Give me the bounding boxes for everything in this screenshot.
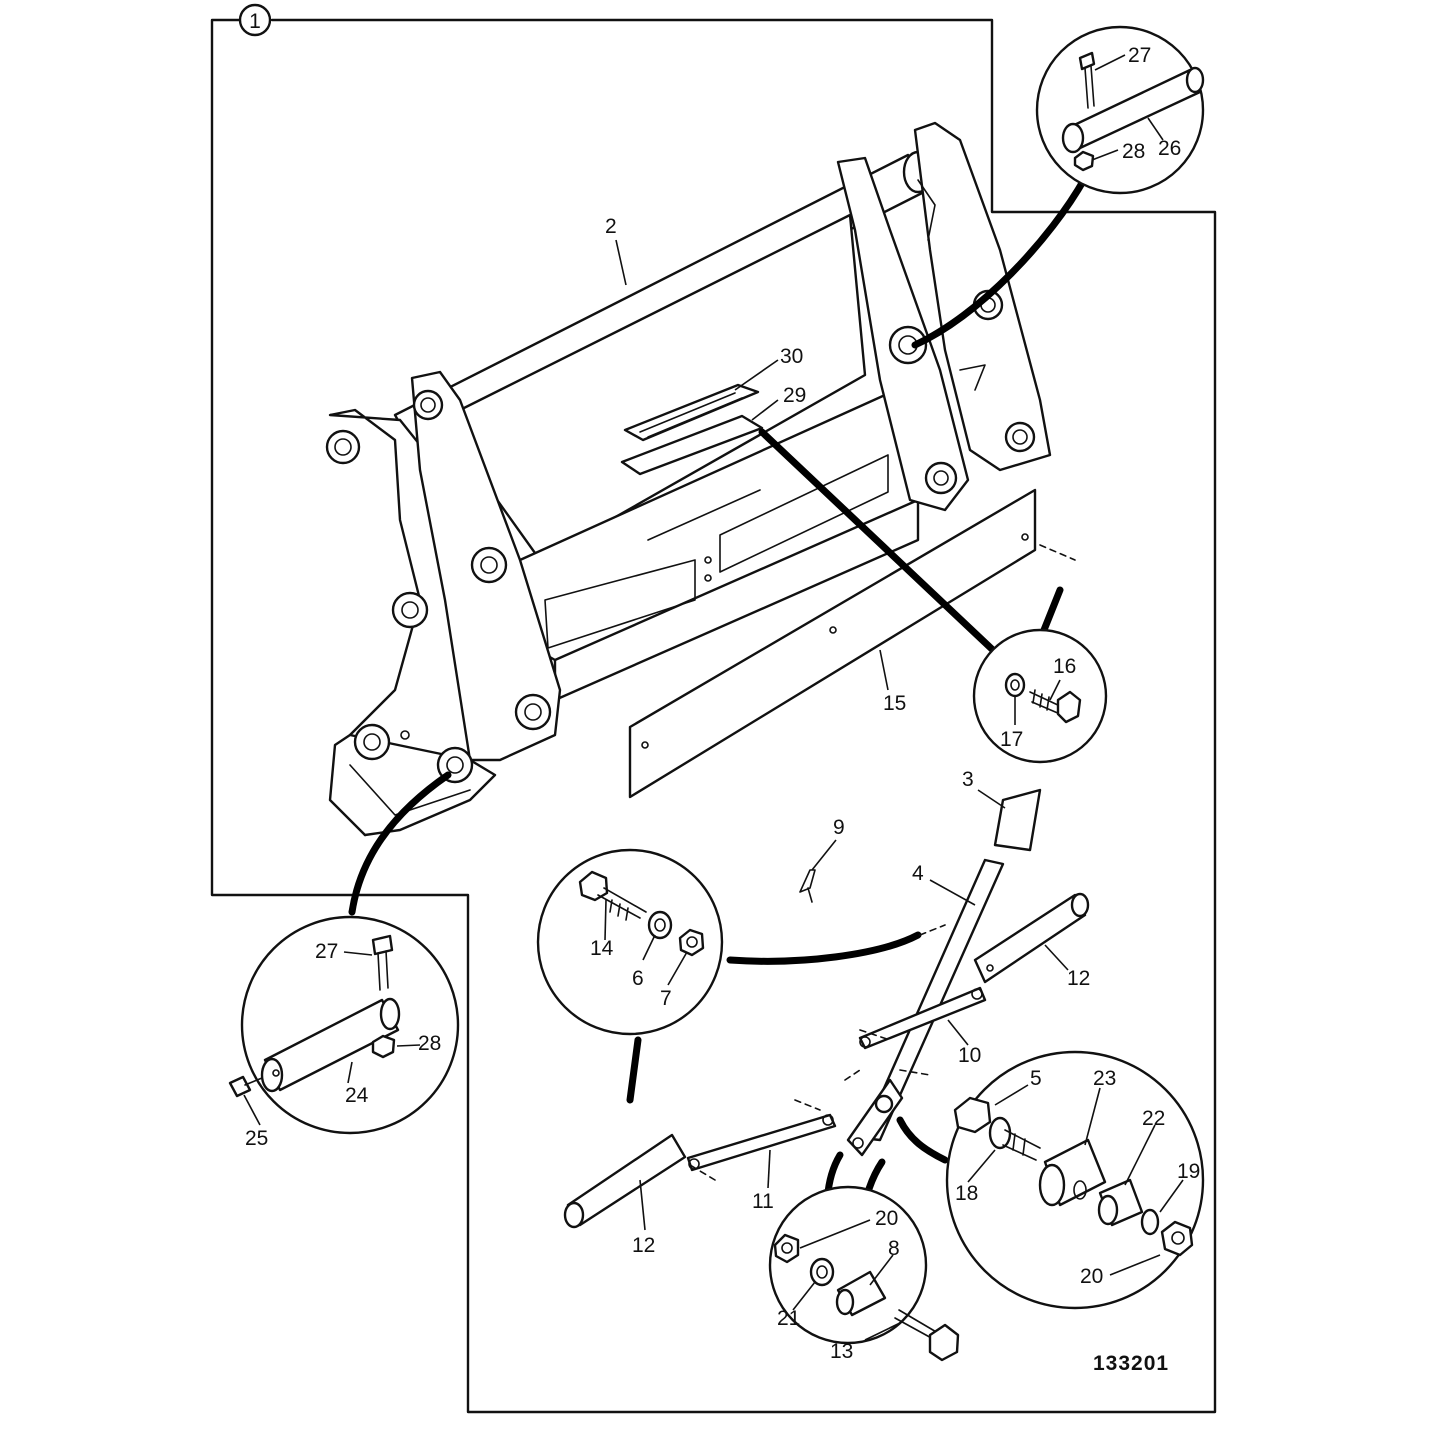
callout-28: 28 [418, 1032, 441, 1055]
callout-15: 15 [883, 692, 906, 715]
callout-9: 9 [833, 816, 845, 839]
callout-21: 21 [777, 1307, 800, 1330]
leader-line [626, 1036, 642, 1104]
group-boundary-outline [210, 18, 1217, 1414]
leader-line [348, 771, 452, 916]
callout-19: 19 [1177, 1160, 1200, 1183]
callout-11: 11 [752, 1190, 774, 1213]
callout-17: 17 [1000, 728, 1023, 751]
callout-12: 12 [632, 1234, 655, 1257]
quickhitch-frame [325, 121, 1052, 837]
callout-pointers [243, 54, 1184, 1341]
callout-6: 6 [632, 967, 644, 990]
callout-7: 7 [660, 987, 672, 1010]
handle-lever-4 [846, 858, 1005, 1157]
callout-28: 28 [1122, 140, 1145, 163]
leader-line [758, 428, 999, 656]
callout-4: 4 [912, 862, 924, 885]
callout-20: 20 [1080, 1265, 1103, 1288]
detail-bolt-5 [945, 1050, 1205, 1310]
callout-27: 27 [315, 940, 338, 963]
link-bar-11 [686, 1113, 837, 1172]
callout-12: 12 [1067, 967, 1090, 990]
link-bar-10 [858, 986, 987, 1050]
callout-14: 14 [590, 937, 614, 960]
callout-10: 10 [958, 1044, 981, 1067]
detail-bolt-14 [536, 848, 724, 1036]
callout-2: 2 [605, 215, 617, 238]
detail-bolt-16 [972, 628, 1108, 764]
callout-23: 23 [1093, 1067, 1116, 1090]
wear-strip [628, 488, 1037, 799]
group-marker: 1 [238, 3, 272, 37]
decal-plate-30 [623, 383, 760, 442]
leader-line [911, 174, 1089, 349]
decal-plate-29 [620, 414, 764, 476]
callout-3: 3 [962, 768, 974, 791]
detail-pin-left [228, 915, 460, 1135]
callout-30: 30 [780, 345, 803, 368]
drawing-reference-number: 133201 [1093, 1352, 1169, 1375]
callout-20: 20 [875, 1207, 898, 1230]
callout-5: 5 [1030, 1067, 1042, 1090]
callout-26: 26 [1158, 137, 1181, 160]
detail-pin-top [1035, 25, 1205, 195]
leader-line [896, 1116, 949, 1164]
callout-29: 29 [783, 384, 806, 407]
handle-sleeve-3 [993, 788, 1042, 852]
callout-27: 27 [1128, 44, 1151, 67]
callout-24: 24 [345, 1084, 369, 1107]
detail-bolt-13 [768, 1185, 960, 1362]
group-marker-label: 1 [249, 10, 261, 33]
callout-16: 16 [1053, 655, 1076, 678]
callout-18: 18 [955, 1182, 978, 1205]
callout-22: 22 [1142, 1107, 1165, 1130]
callout-8: 8 [888, 1237, 900, 1260]
callout-labels: 27 26 28 2 30 29 16 17 15 3 9 4 12 10 11… [245, 44, 1200, 1363]
locking-pin-12-lower [563, 1133, 687, 1229]
callout-25: 25 [245, 1127, 268, 1150]
locking-pin-12-upper [973, 892, 1090, 984]
leader-line [726, 931, 922, 965]
callout-13: 13 [830, 1340, 853, 1363]
spring-clip-9 [799, 869, 816, 903]
